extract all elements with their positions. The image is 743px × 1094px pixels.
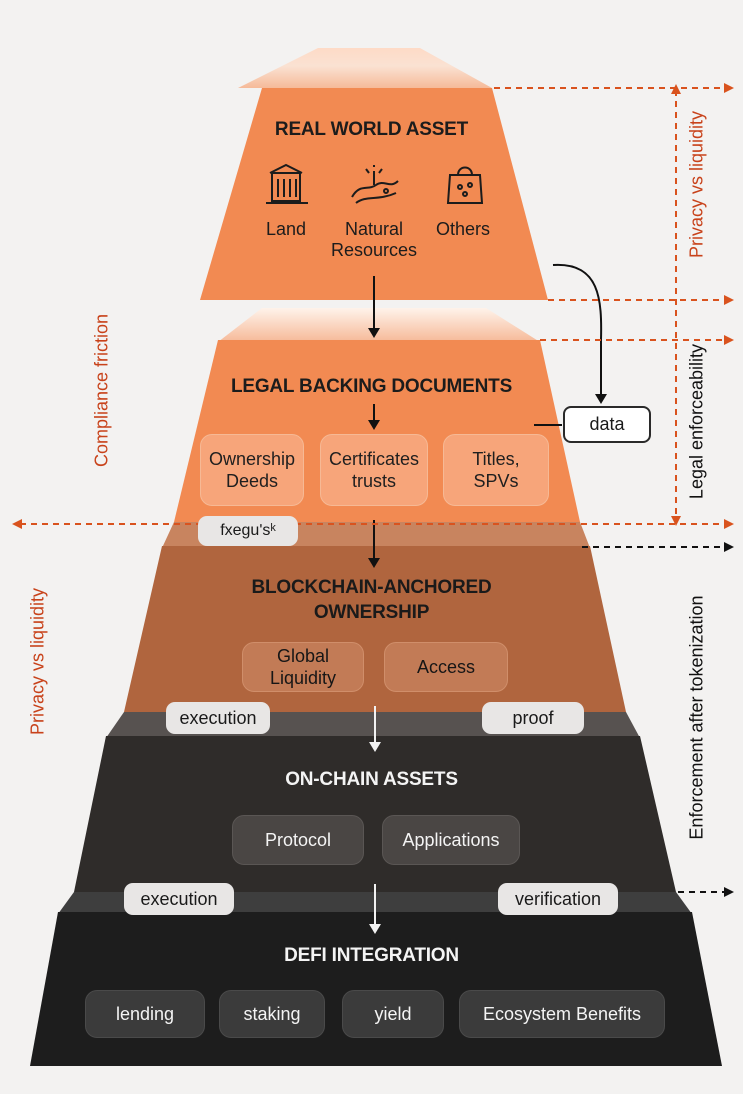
- applications-pill: Applications: [382, 815, 520, 865]
- dashed-arrowheads: [12, 83, 734, 529]
- staking-pill: staking: [219, 990, 325, 1038]
- enforcement-after-tokenization-label: Enforcement after tokenization: [686, 595, 707, 840]
- blockchain-title-line2: OWNERSHIP: [313, 602, 430, 623]
- real-world-cap: [238, 48, 492, 88]
- verification-tag: verification: [498, 883, 618, 915]
- blockchain-title-line1: BLOCKCHAIN-ANCHORED: [251, 577, 492, 598]
- data-flow-arrow: [534, 263, 607, 426]
- legal-cap: [218, 308, 540, 342]
- legal-enforceability-label: Legal enforceability: [686, 343, 707, 500]
- natural-resources-icon: [351, 165, 399, 204]
- blockchain-tier: [124, 546, 626, 712]
- legal-tag: fxeguʹsᵏ: [198, 516, 298, 546]
- building-icon: [266, 163, 308, 204]
- onchain-execution-tag: execution: [124, 883, 234, 915]
- real-world-tier: [200, 88, 548, 300]
- bag-icon: [446, 166, 484, 204]
- privacy-liquidity-right-label: Privacy vs liquidity: [686, 110, 707, 259]
- proof-tag: proof: [482, 702, 584, 734]
- data-box: data: [563, 406, 651, 443]
- real-world-title: REAL WORLD ASSET: [274, 119, 469, 140]
- compliance-friction-label: Compliance friction: [91, 313, 112, 468]
- black-arrowheads: [724, 542, 734, 897]
- flow-arrows: [368, 276, 380, 568]
- lending-pill: lending: [85, 990, 205, 1038]
- dashed-black: [582, 546, 726, 893]
- defi-title: DEFI INTEGRATION: [284, 945, 459, 966]
- access-pill: Access: [384, 642, 508, 692]
- defi-tier: [30, 912, 722, 1066]
- land-label: Land: [265, 219, 307, 239]
- natural-resources-label: Natural Resources: [330, 219, 418, 260]
- privacy-liquidity-left-label: Privacy vs liquidity: [27, 587, 48, 736]
- dashed-guides: [20, 87, 726, 525]
- yield-pill: yield: [342, 990, 444, 1038]
- ecosystem-benefits-pill: Ecosystem Benefits: [459, 990, 665, 1038]
- onchain-title: ON-CHAIN ASSETS: [285, 769, 458, 790]
- onchain-tier: [74, 736, 676, 892]
- others-label: Others: [435, 219, 491, 239]
- protocol-pill: Protocol: [232, 815, 364, 865]
- global-liquidity-pill: Global Liquidity: [242, 642, 364, 692]
- certificates-trusts-pill: Certificates trusts: [320, 434, 428, 506]
- titles-spvs-pill: Titles, SPVs: [443, 434, 549, 506]
- legal-title: LEGAL BACKING DOCUMENTS: [230, 376, 513, 397]
- ownership-deeds-pill: Ownership Deeds: [200, 434, 304, 506]
- blockchain-execution-tag: execution: [166, 702, 270, 734]
- flow-arrows-dark: [369, 706, 381, 934]
